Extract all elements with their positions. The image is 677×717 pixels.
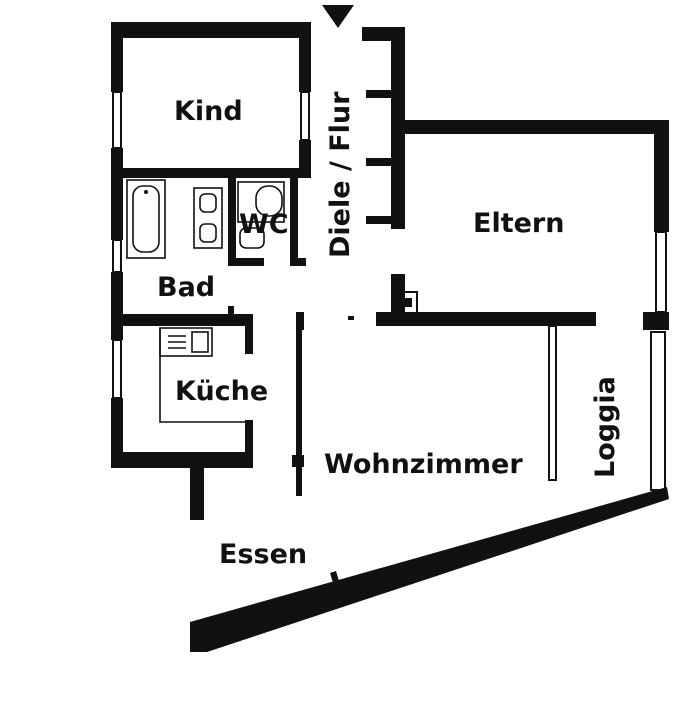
- room-label-wc: WC: [239, 209, 289, 240]
- room-label-diele: Diele / Flur: [325, 91, 356, 258]
- bathtub-icon: [126, 179, 166, 259]
- room-label-wohnzimmer: Wohnzimmer: [324, 449, 523, 480]
- entrance-arrow-icon: [322, 5, 354, 28]
- outer-walls: [111, 22, 669, 652]
- room-label-eltern: Eltern: [473, 208, 564, 239]
- room-label-bad: Bad: [157, 272, 215, 303]
- toilet-icon: [237, 181, 285, 249]
- windows: [112, 91, 667, 491]
- interior-walls: [111, 22, 596, 606]
- room-label-kind: Kind: [174, 96, 243, 127]
- room-label-loggia: Loggia: [590, 376, 621, 478]
- room-label-essen: Essen: [219, 539, 307, 570]
- kitchen-counter-icon: [159, 327, 248, 423]
- washbasin-icon: [193, 187, 223, 249]
- room-label-kueche: Küche: [175, 376, 268, 407]
